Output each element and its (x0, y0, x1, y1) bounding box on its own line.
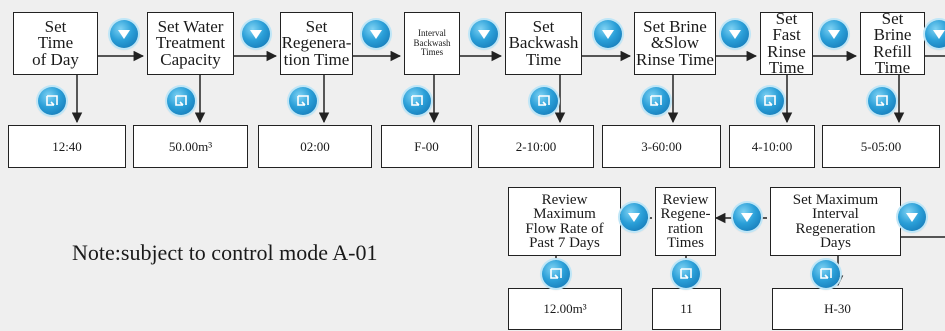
value-regeneration-time: 02:00 (258, 125, 372, 168)
value-time-of-day: 12:40 (8, 125, 126, 168)
note-text: Note:subject to control mode A-01 (72, 240, 378, 265)
enter-button-icon[interactable] (642, 87, 670, 115)
step-set-fast-rinse-time: Set Fast Rinse Time (760, 10, 813, 76)
enter-button-icon[interactable] (812, 260, 840, 288)
down-arrow-button-icon[interactable] (470, 20, 498, 48)
step-review-regeneration-times: Review Regene- ration Times (655, 187, 716, 256)
down-arrow-button-icon[interactable] (110, 20, 138, 48)
step-set-regeneration-time: Set Regenera- tion Time (280, 12, 353, 75)
down-arrow-button-icon[interactable] (733, 203, 761, 231)
enter-button-icon[interactable] (672, 260, 700, 288)
value-brine-refill-time: 5-05:00 (822, 125, 940, 168)
value-brine-slow-rinse-time: 3-60:00 (602, 125, 721, 168)
value-maximum-flow-rate: 12.00m³ (508, 288, 622, 330)
down-arrow-button-icon[interactable] (242, 20, 270, 48)
step-set-time-of-day: Set Time of Day (13, 12, 98, 75)
down-arrow-button-icon[interactable] (820, 20, 848, 48)
step-set-backwash-time: Set Backwash Time (505, 12, 582, 75)
down-arrow-button-icon[interactable] (594, 20, 622, 48)
step-set-maximum-interval-regeneration-days: Set Maximum Interval Regeneration Days (770, 187, 901, 256)
enter-button-icon[interactable] (38, 87, 66, 115)
enter-button-icon[interactable] (530, 87, 558, 115)
enter-button-icon[interactable] (167, 87, 195, 115)
enter-button-icon[interactable] (289, 87, 317, 115)
step-set-water-treatment-capacity: Set Water Treatment Capacity (147, 12, 234, 75)
value-water-treatment-capacity: 50.00m³ (133, 125, 248, 168)
down-arrow-button-icon[interactable] (925, 20, 945, 48)
value-interval-backwash-times: F-00 (381, 125, 472, 168)
value-backwash-time: 2-10:00 (478, 125, 594, 168)
down-arrow-button-icon[interactable] (620, 203, 648, 231)
down-arrow-button-icon[interactable] (721, 20, 749, 48)
step-set-brine-refill-time: Set Brine Refill Time (860, 10, 925, 76)
enter-button-icon[interactable] (542, 260, 570, 288)
step-set-brine-slow-rinse-time: Set Brine &Slow Rinse Time (634, 12, 716, 75)
enter-button-icon[interactable] (756, 87, 784, 115)
enter-button-icon[interactable] (403, 87, 431, 115)
value-maximum-interval-regeneration-days: H-30 (772, 288, 903, 330)
down-arrow-button-icon[interactable] (898, 203, 926, 231)
value-regeneration-times: 11 (652, 288, 721, 330)
step-review-maximum-flow-rate: Review Maximum Flow Rate of Past 7 Days (508, 187, 621, 256)
step-interval-backwash-times: Interval Backwash Times (404, 12, 460, 75)
value-fast-rinse-time: 4-10:00 (729, 125, 815, 168)
enter-button-icon[interactable] (868, 87, 896, 115)
down-arrow-button-icon[interactable] (362, 20, 390, 48)
